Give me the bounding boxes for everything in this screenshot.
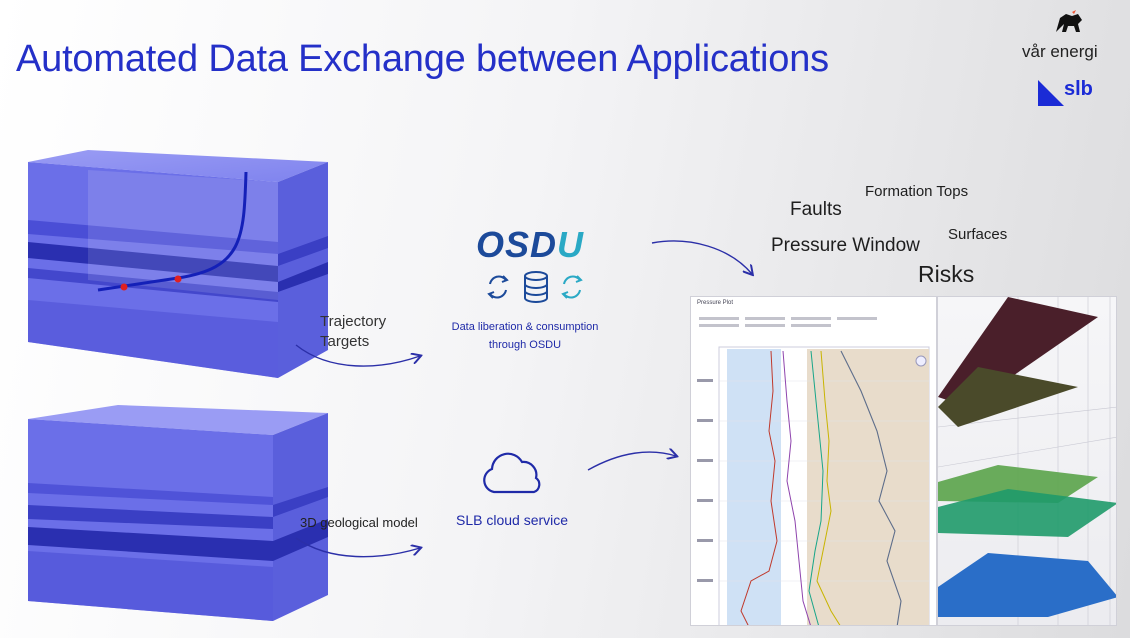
company-logo-text: slb [1064, 78, 1093, 100]
keyword-risks: Risks [918, 261, 975, 287]
osdu-caption: Data liberation & consumption through OS… [451, 321, 599, 351]
sync-right-icon [561, 275, 583, 299]
pressure-plot-graphic [697, 317, 930, 625]
partner-logo-text: vår energi [1022, 42, 1098, 61]
settings-gear-icon[interactable] [915, 355, 927, 367]
keyword-faults: Faults [790, 199, 842, 220]
page-title: Automated Data Exchange between Applicat… [16, 38, 829, 80]
frac-gradient-window [807, 349, 929, 625]
surface-green-top [938, 465, 1098, 503]
targets-label: Targets [320, 333, 370, 350]
surfaces-3d-graphic [938, 297, 1116, 625]
target-marker [174, 275, 182, 283]
surface-green-mid [938, 489, 1116, 537]
pressure-plot-panel: Pressure Plot [690, 296, 937, 626]
geological-model-label: 3D geological model [300, 515, 418, 530]
six-legged-dog-logo-icon [1056, 10, 1082, 32]
keyword-surfaces: Surfaces [948, 226, 1008, 243]
geological-3d-model [28, 405, 328, 621]
keyword-formation-tops: Formation Tops [865, 183, 969, 200]
trajectory-label: Trajectory [320, 313, 387, 330]
sync-left-icon [487, 275, 509, 299]
trajectory-3d-model [28, 150, 328, 378]
target-marker [120, 283, 128, 291]
data-sync-icons [487, 271, 583, 303]
cloud-icon [483, 452, 541, 494]
surface-blue-base [938, 553, 1116, 617]
surface-formation [938, 367, 1078, 427]
cloud-service-caption: SLB cloud service [456, 512, 569, 528]
osdu-logo: OSDU [476, 224, 585, 265]
pressure-plot-title: Pressure Plot [697, 300, 734, 306]
keyword-pressure-window: Pressure Window [771, 235, 920, 256]
slb-logo-icon [1038, 80, 1064, 106]
database-icon [524, 271, 548, 303]
surfaces-3d-view [937, 296, 1117, 626]
